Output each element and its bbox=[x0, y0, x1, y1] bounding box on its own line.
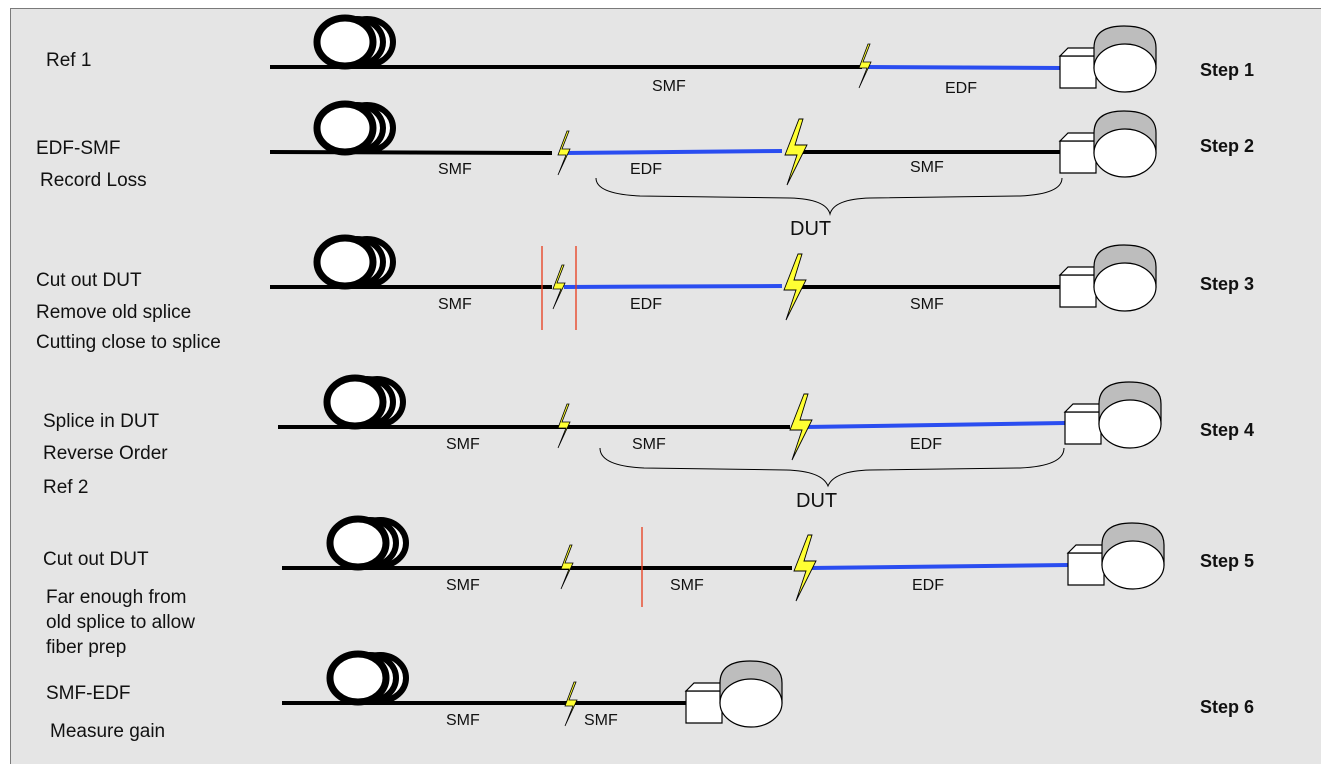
step-2-description-line: Record Loss bbox=[40, 170, 147, 191]
power-meter-detector-icon bbox=[1067, 522, 1165, 590]
step-5-description-line: Cut out DUT bbox=[43, 549, 149, 570]
step-4-description-line: Splice in DUT bbox=[43, 411, 160, 432]
step-6-label: Step 6 bbox=[1200, 697, 1255, 717]
step-6-fiber bbox=[282, 654, 783, 728]
fiber-label-smf: SMF bbox=[446, 577, 480, 594]
fiber-label-smf: SMF bbox=[584, 712, 618, 729]
fiber-label-smf: SMF bbox=[910, 296, 944, 313]
splice-lightning-icon bbox=[784, 118, 808, 186]
fiber-spool-icon bbox=[327, 378, 403, 426]
fiber-label-smf: SMF bbox=[632, 436, 666, 453]
fiber-spool-icon bbox=[330, 654, 406, 702]
step-5-description-line: fiber prep bbox=[46, 637, 127, 658]
power-meter-detector-icon bbox=[1059, 25, 1157, 93]
step-5-description-line: old splice to allow bbox=[46, 612, 195, 633]
fiber-label-edf: EDF bbox=[910, 436, 942, 453]
fiber-label-edf: EDF bbox=[630, 161, 662, 178]
step-3-description-line: Remove old splice bbox=[36, 302, 192, 323]
step-4-description-line: Reverse Order bbox=[43, 443, 168, 464]
fiber-label-smf: SMF bbox=[910, 159, 944, 176]
splice-lightning-icon bbox=[783, 253, 807, 321]
fiber-label-edf: EDF bbox=[912, 577, 944, 594]
dut-label: DUT bbox=[796, 490, 838, 512]
fiber-label-smf: SMF bbox=[446, 712, 480, 729]
dut-label: DUT bbox=[790, 218, 832, 240]
dut-brace bbox=[595, 177, 1063, 216]
step-2-description-line: EDF-SMF bbox=[36, 138, 121, 159]
step-3-label: Step 3 bbox=[1200, 274, 1255, 294]
fiber-label-edf: EDF bbox=[945, 80, 977, 97]
step-4-description-line: Ref 2 bbox=[43, 477, 89, 498]
power-meter-detector-icon bbox=[1059, 110, 1157, 178]
step-5-description-line: Far enough from bbox=[46, 587, 187, 608]
fiber-spool-icon bbox=[317, 104, 393, 152]
step-6-description-line: SMF-EDF bbox=[46, 683, 131, 704]
fiber-label-edf: EDF bbox=[630, 296, 662, 313]
step-3-description-line: Cut out DUT bbox=[36, 270, 142, 291]
fiber-label-smf: SMF bbox=[670, 577, 704, 594]
step-1-label: Step 1 bbox=[1200, 60, 1255, 80]
step-2-label: Step 2 bbox=[1200, 136, 1255, 156]
splice-lightning-icon bbox=[793, 534, 817, 602]
splice-lightning-icon bbox=[552, 264, 566, 310]
step-5-label: Step 5 bbox=[1200, 551, 1255, 571]
dut-brace bbox=[599, 447, 1065, 488]
fiber-spool-icon bbox=[317, 238, 393, 286]
fiber-spool-icon bbox=[330, 519, 406, 567]
step-2-fiber bbox=[269, 104, 1157, 216]
step-1-description-line: Ref 1 bbox=[46, 50, 92, 71]
step-5-fiber bbox=[282, 519, 1165, 607]
splice-lightning-icon bbox=[789, 393, 813, 461]
splice-lightning-icon bbox=[564, 681, 578, 727]
step-4-fiber bbox=[278, 378, 1162, 488]
fiber-label-smf: SMF bbox=[438, 296, 472, 313]
step-6-description-line: Measure gain bbox=[50, 721, 166, 742]
step-4-label: Step 4 bbox=[1200, 420, 1255, 440]
splice-lightning-icon bbox=[560, 544, 574, 590]
power-meter-detector-icon bbox=[1059, 244, 1157, 312]
fiber-label-smf: SMF bbox=[438, 161, 472, 178]
fiber-spool-icon bbox=[317, 18, 393, 66]
step-1-fiber bbox=[270, 18, 1157, 93]
splice-lightning-icon bbox=[858, 43, 872, 89]
power-meter-detector-icon bbox=[1064, 381, 1162, 449]
splice-lightning-icon bbox=[557, 403, 571, 449]
step-3-fiber bbox=[270, 238, 1157, 330]
fiber-label-smf: SMF bbox=[446, 436, 480, 453]
power-meter-detector-icon bbox=[685, 660, 783, 728]
step-3-description-line: Cutting close to splice bbox=[36, 332, 221, 353]
splice-lightning-icon bbox=[557, 130, 571, 176]
fiber-label-smf: SMF bbox=[652, 78, 686, 95]
